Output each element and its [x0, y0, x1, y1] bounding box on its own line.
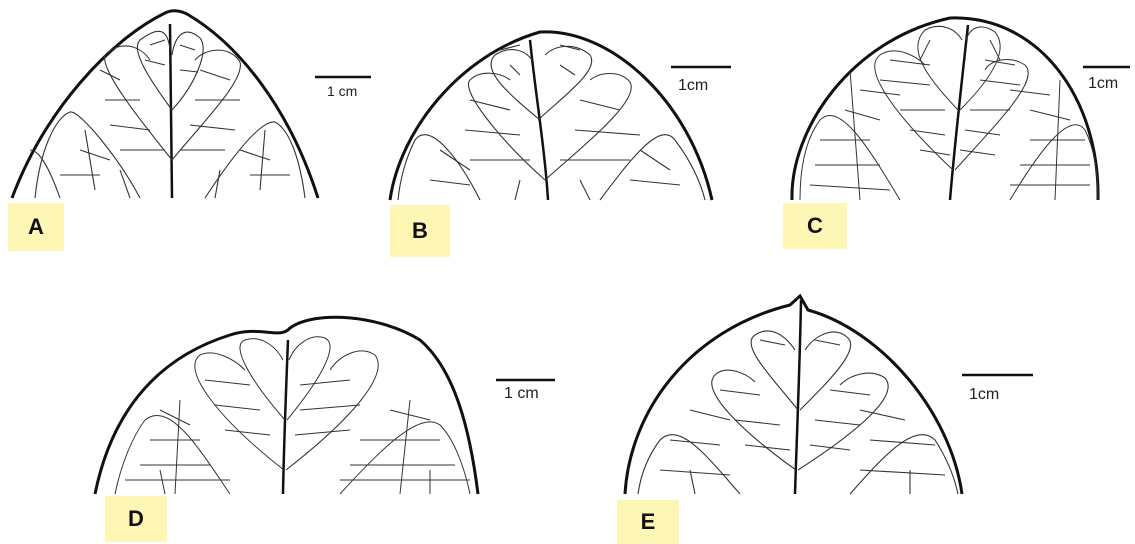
panel-b-drawing: 1cm — [390, 32, 731, 200]
leaf-c-outline — [792, 18, 1098, 200]
leaf-c-veins — [800, 26, 1098, 200]
panel-label-a: A — [8, 203, 64, 251]
leaf-e-midrib — [795, 300, 801, 494]
leaf-e-outline — [625, 296, 962, 494]
panel-a-drawing: 1 cm — [12, 11, 371, 198]
panel-d-drawing: 1 cm — [95, 317, 555, 494]
leaf-d-veins — [115, 337, 470, 494]
panel-label-c: C — [783, 203, 847, 249]
scale-label-e: 1cm — [969, 386, 999, 403]
panel-label-b: B — [390, 205, 450, 257]
leaf-a-midrib — [170, 24, 172, 198]
panel-e-drawing: 1cm — [625, 296, 1033, 494]
panel-label-d: D — [105, 496, 167, 542]
leaf-b-midrib — [530, 40, 548, 200]
leaf-b-veins — [398, 45, 705, 200]
scale-label-c: 1cm — [1088, 75, 1118, 92]
leaf-a-outline — [12, 11, 318, 198]
panel-label-e: E — [617, 500, 679, 544]
panel-c-drawing: 1cm — [792, 18, 1130, 200]
scale-label-d: 1 cm — [504, 385, 539, 402]
leaf-a-veins — [30, 31, 305, 198]
scale-label-a: 1 cm — [327, 83, 357, 99]
leaf-c-midrib — [950, 25, 968, 200]
scale-label-b: 1cm — [678, 77, 708, 94]
leaf-d-midrib — [283, 340, 288, 494]
